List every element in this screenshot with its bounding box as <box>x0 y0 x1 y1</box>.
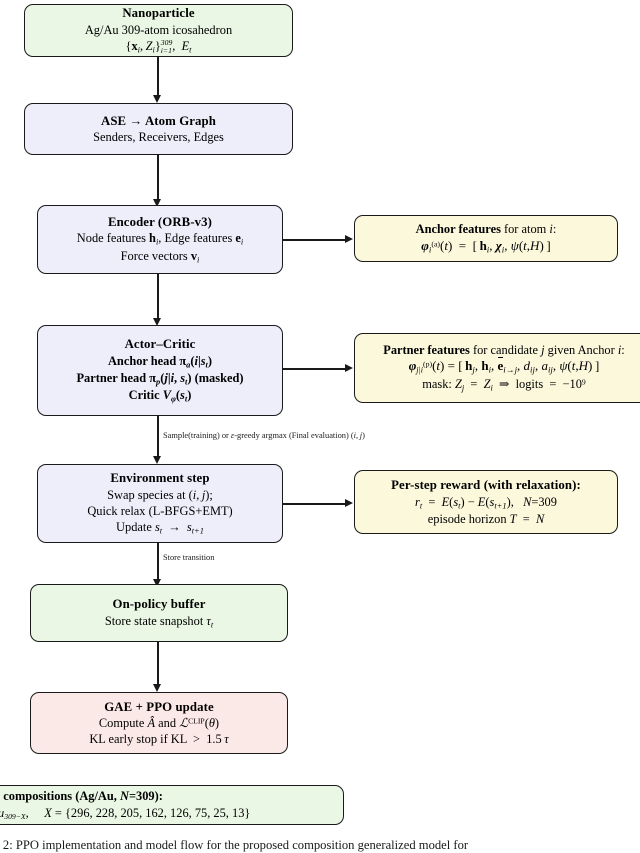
node-ppo-title: GAE + PPO update <box>104 699 214 714</box>
node-partner-features-formula: φj|i(p)(t) = [ hj, hi, ei→j, dij, aij, ψ… <box>408 356 600 375</box>
arrowhead-reward <box>345 499 353 508</box>
arrow-ase-to-encoder <box>157 155 159 203</box>
node-environment-step: Environment step Swap species at (i, j);… <box>37 464 283 543</box>
node-validation-compositions: idation compositions (Ag/Au, N=309): : A… <box>0 785 344 825</box>
node-actor-critic-title: Actor–Critic <box>124 337 196 352</box>
node-env-title: Environment step <box>110 471 210 486</box>
node-actor-critic-line2: Partner head πp(j|i, st) (masked) <box>76 371 244 387</box>
edge-label-store-transition: Store transition <box>163 553 215 562</box>
node-reward-formula: rt = E(st) − E(st+1), N=309 <box>415 494 557 510</box>
node-gae-ppo-update: GAE + PPO update Compute Â and ℒCLIP(θ) … <box>30 692 288 754</box>
partner-features-label: Partner features <box>383 343 470 358</box>
node-anchor-features-formula: φi(a)(t) = [ hi, χi, ψ(t,H) ] <box>421 237 551 255</box>
node-reward-horizon: episode horizon T = N <box>427 511 545 526</box>
arrowhead-encoder <box>153 199 162 207</box>
node-nanoparticle-line1: Ag/Au 309-atom icosahedron <box>84 23 233 38</box>
arrow-buffer-to-ppo <box>157 642 159 688</box>
node-on-policy-buffer: On-policy buffer Store state snapshot τt <box>30 584 288 642</box>
node-anchor-features: Anchor features for atom i: φi(a)(t) = [… <box>354 215 618 262</box>
arrowhead-actorcritic <box>153 318 162 326</box>
edge-label-sample: Sample(training) or ε-greedy argmax (Fin… <box>163 431 365 440</box>
node-nanoparticle-title: Nanoparticle <box>122 6 195 21</box>
node-encoder-line2: Force vectors vi <box>120 248 200 265</box>
anchor-features-label: Anchor features <box>415 222 501 237</box>
node-env-line2: Quick relax (L-BFGS+EMT) <box>87 504 233 519</box>
node-env-line1: Swap species at (i, j); <box>107 488 213 503</box>
arrowhead-buffer <box>153 579 162 587</box>
node-partner-features-title: Partner features for candidate j given A… <box>383 343 625 358</box>
node-actor-critic: Actor–Critic Anchor head πa(i|st) Partne… <box>37 325 283 416</box>
node-actor-critic-line1: Anchor head πa(i|st) <box>107 353 213 370</box>
node-ase-atom-graph: ASE → Atom Graph Senders, Receivers, Edg… <box>24 103 293 155</box>
node-ppo-line1: Compute Â and ℒCLIP(θ) <box>98 716 220 731</box>
arrowhead-env-step <box>153 456 162 464</box>
node-buffer-line1: Store state snapshot τt <box>104 613 214 629</box>
node-validation-title: idation compositions (Ag/Au, N=309): <box>0 789 163 804</box>
arrow-actorcritic-to-partner <box>283 368 346 370</box>
arrowhead-ase <box>153 95 162 103</box>
node-anchor-features-title: Anchor features for atom i: <box>415 222 557 237</box>
figure-caption: re 2: PPO implementation and model flow … <box>0 838 469 852</box>
arrow-env-to-reward <box>283 503 346 505</box>
node-ppo-line2: KL early stop if KL > 1.5 τ <box>89 732 229 747</box>
arrowhead-ppo <box>153 684 162 692</box>
node-ase-line1: Senders, Receivers, Edges <box>93 130 224 145</box>
node-per-step-reward: Per-step reward (with relaxation): rt = … <box>354 470 618 534</box>
node-partner-features: Partner features for candidate j given A… <box>354 333 640 403</box>
node-ase-title: ASE → Atom Graph <box>100 113 216 128</box>
arrowhead-anchor-features <box>345 235 353 244</box>
arrow-encoder-to-actorcritic <box>157 274 159 322</box>
arrow-actorcritic-to-env <box>157 416 159 460</box>
node-partner-features-mask: mask: Zj = Zi ⇒ logits = −109 <box>422 377 586 393</box>
node-env-line3: Update st → st+1 <box>116 520 204 536</box>
node-encoder: Encoder (ORB-v3) Node features hi, Edge … <box>37 205 283 274</box>
node-actor-critic-line3: Critic Vφ(st) <box>128 388 192 404</box>
node-nanoparticle: Nanoparticle Ag/Au 309-atom icosahedron … <box>24 4 293 57</box>
arrow-nanoparticle-to-ase <box>157 57 159 99</box>
arrowhead-partner-features <box>345 364 353 373</box>
node-encoder-line1: Node features hi, Edge features ei <box>76 231 244 247</box>
node-encoder-title: Encoder (ORB-v3) <box>107 214 213 229</box>
arrow-encoder-to-anchor <box>283 239 346 241</box>
node-buffer-title: On-policy buffer <box>112 597 206 612</box>
node-reward-title: Per-step reward (with relaxation): <box>391 477 581 492</box>
arrow-env-to-buffer <box>157 543 159 583</box>
